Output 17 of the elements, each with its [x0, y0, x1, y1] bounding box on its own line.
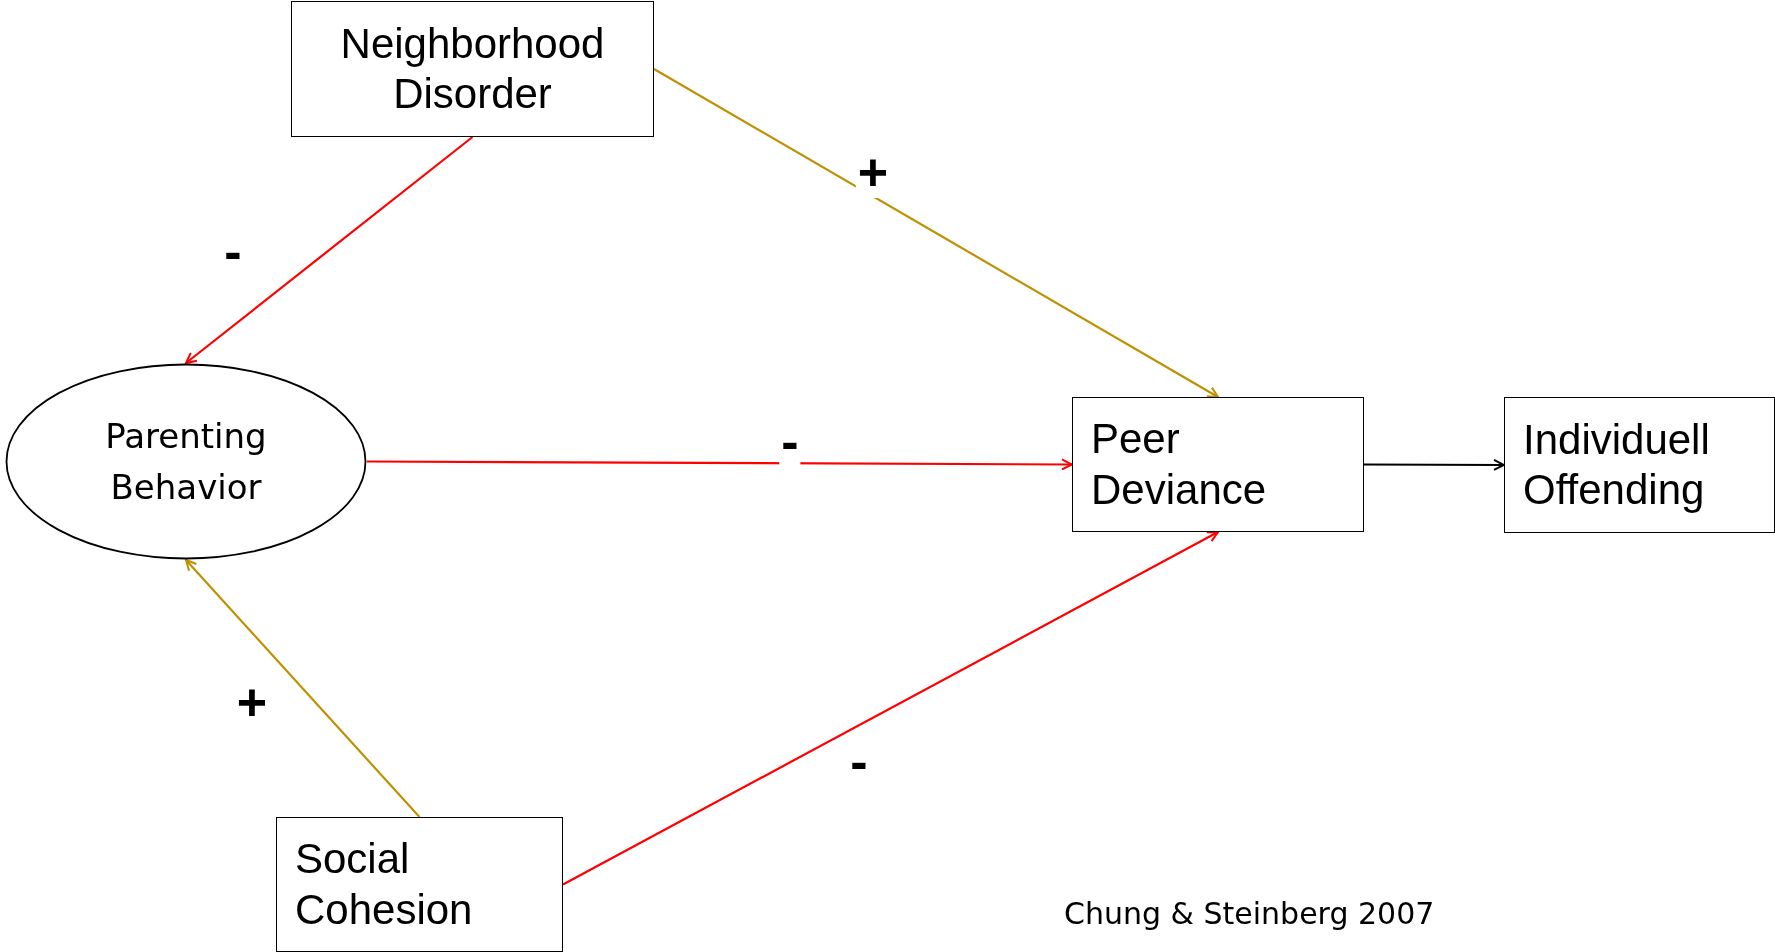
- arrow: [653, 68, 1219, 398]
- arrow: [185, 136, 474, 364]
- arrow: [562, 531, 1219, 886]
- variable-box: [276, 817, 563, 952]
- construct-ellipse: [5, 363, 367, 560]
- arrow: [367, 458, 1073, 471]
- variable-box: [1504, 397, 1775, 533]
- node-label: Neighborhood Disorder: [339, 18, 606, 119]
- citation-text: Chung & Steinberg 2007: [1064, 896, 1435, 931]
- node-label: Parenting Behavior: [104, 414, 268, 509]
- variable-box: [291, 1, 654, 137]
- arrow: [185, 559, 421, 818]
- arrow: [1364, 458, 1505, 471]
- node-label: Peer Deviance: [1091, 414, 1268, 515]
- node-label: Social Cohesion: [295, 834, 474, 935]
- variable-box: [1072, 397, 1364, 532]
- node-label: Individuell Offending: [1523, 414, 1711, 515]
